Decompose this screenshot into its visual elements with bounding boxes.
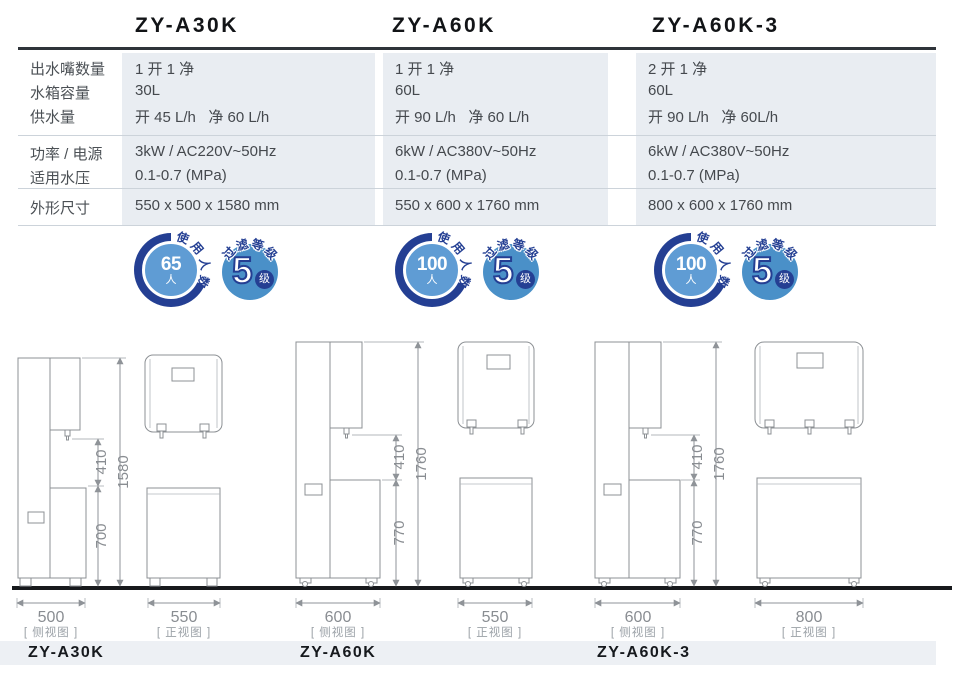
row-label: 功率 / 电源 <box>30 146 103 163</box>
dim-upper-height: 410 <box>93 449 110 474</box>
model-name-strip: ZY-A30K ZY-A60K ZY-A60K-3 <box>0 641 936 665</box>
badges-a60k3: 100 人 使 用 人 数 5 级 过 滤 等 级 <box>654 228 814 320</box>
drawing-a60k-side-view: 410 1760 770 600 [ 侧视图 ] <box>295 341 430 639</box>
drawing-a60k-front-view: 550 [ 正视图 ] <box>457 341 535 639</box>
model-name-a60k: ZY-A60K <box>300 644 377 661</box>
cell-value: 开 90 L/h 净 60L/h <box>648 109 779 126</box>
cell-value: 0.1-0.7 (MPa) <box>395 167 487 184</box>
cell-value: 60L <box>648 82 674 99</box>
column-shade-a60k3 <box>636 53 936 225</box>
cell-value: 0.1-0.7 (MPa) <box>135 167 227 184</box>
users-badge: 100 人 <box>654 233 728 307</box>
row-label: 出水嘴数量 <box>30 61 106 78</box>
cell-value: 开 45 L/h 净 60 L/h <box>135 109 270 126</box>
column-shade-a60k <box>383 53 608 225</box>
ground-line <box>12 586 952 590</box>
users-badge-value: 100 人 <box>662 241 720 299</box>
drawing-a60k3-front-view: 800 [ 正视图 ] <box>754 341 864 639</box>
badges-a60k: 100 人 使 用 人 数 5 级 过 滤 等 级 <box>395 228 555 320</box>
dim-front-width: 550 <box>482 609 509 626</box>
row-label: 供水量 <box>30 109 76 126</box>
filter-grade-badge: 5 级 <box>222 244 278 300</box>
front-view-caption: [ 正视图 ] <box>468 625 522 639</box>
dim-lower-height: 700 <box>93 523 110 548</box>
model-name-a60k3: ZY-A60K-3 <box>597 644 691 661</box>
row-label: 适用水压 <box>30 170 91 187</box>
row-label: 水箱容量 <box>30 85 91 102</box>
model-name-a30k: ZY-A30K <box>28 644 105 661</box>
dim-front-width: 800 <box>796 609 823 626</box>
row-divider <box>18 135 936 136</box>
cell-value: 3kW / AC220V~50Hz <box>135 143 277 160</box>
cell-value: 6kW / AC380V~50Hz <box>395 143 537 160</box>
cell-value: 30L <box>135 82 161 99</box>
side-view-caption: [ 侧视图 ] <box>24 625 78 639</box>
filter-grade-badge: 5 级 <box>742 244 798 300</box>
front-view-caption: [ 正视图 ] <box>782 625 836 639</box>
column-shade-a30k <box>122 53 375 225</box>
badges-a30k: 65 人 使 用 人 数 5 级 过 滤 等 级 <box>134 228 294 320</box>
dim-side-width: 600 <box>325 609 352 626</box>
row-label: 外形尺寸 <box>30 200 91 217</box>
cell-value: 1 开 1 净 <box>395 61 455 78</box>
users-badge-value: 100 人 <box>403 241 461 299</box>
technical-drawings: 410 1580 700 500 [ 侧视图 ] 550 <box>12 341 952 639</box>
spec-table: ZY-A30K ZY-A60K ZY-A60K-3 出水嘴数量 水箱容量 供水量… <box>0 0 962 230</box>
users-badge: 100 人 <box>395 233 469 307</box>
dim-lower-height: 770 <box>689 520 706 545</box>
cell-value: 0.1-0.7 (MPa) <box>648 167 740 184</box>
dim-side-width: 600 <box>625 609 652 626</box>
cell-value: 800 x 600 x 1760 mm <box>648 197 793 214</box>
column-header-a30k: ZY-A30K <box>135 14 239 37</box>
dim-upper-height: 410 <box>689 444 706 469</box>
cell-value: 开 90 L/h 净 60 L/h <box>395 109 530 126</box>
dim-upper-height: 410 <box>391 444 408 469</box>
cell-value: 60L <box>395 82 421 99</box>
dim-lower-height: 770 <box>391 520 408 545</box>
users-badge-value: 65 人 <box>142 241 200 299</box>
side-view-caption: [ 侧视图 ] <box>611 625 665 639</box>
cell-value: 1 开 1 净 <box>135 61 195 78</box>
drawing-a30k-side-view: 410 1580 700 500 [ 侧视图 ] <box>16 357 132 639</box>
cell-value: 550 x 600 x 1760 mm <box>395 197 540 214</box>
row-divider <box>18 188 936 189</box>
side-view-caption: [ 侧视图 ] <box>311 625 365 639</box>
dim-total-height: 1580 <box>115 455 132 488</box>
users-badge: 65 人 <box>134 233 208 307</box>
filter-grade-badge: 5 级 <box>483 244 539 300</box>
header-rule <box>18 47 936 50</box>
dim-total-height: 1760 <box>711 447 728 480</box>
cell-value: 2 开 1 净 <box>648 61 708 78</box>
front-view-caption: [ 正视图 ] <box>157 625 211 639</box>
column-header-a60k: ZY-A60K <box>392 14 496 37</box>
row-divider <box>18 225 936 226</box>
dim-total-height: 1760 <box>413 447 430 480</box>
dim-side-width: 500 <box>38 609 65 626</box>
column-header-a60k3: ZY-A60K-3 <box>652 14 780 37</box>
cell-value: 6kW / AC380V~50Hz <box>648 143 790 160</box>
drawing-a60k3-side-view: 410 1760 770 600 [ 侧视图 ] <box>594 341 728 639</box>
drawing-a30k-front-view: 550 [ 正视图 ] <box>144 354 223 639</box>
cell-value: 550 x 500 x 1580 mm <box>135 197 280 214</box>
dim-front-width: 550 <box>171 609 198 626</box>
